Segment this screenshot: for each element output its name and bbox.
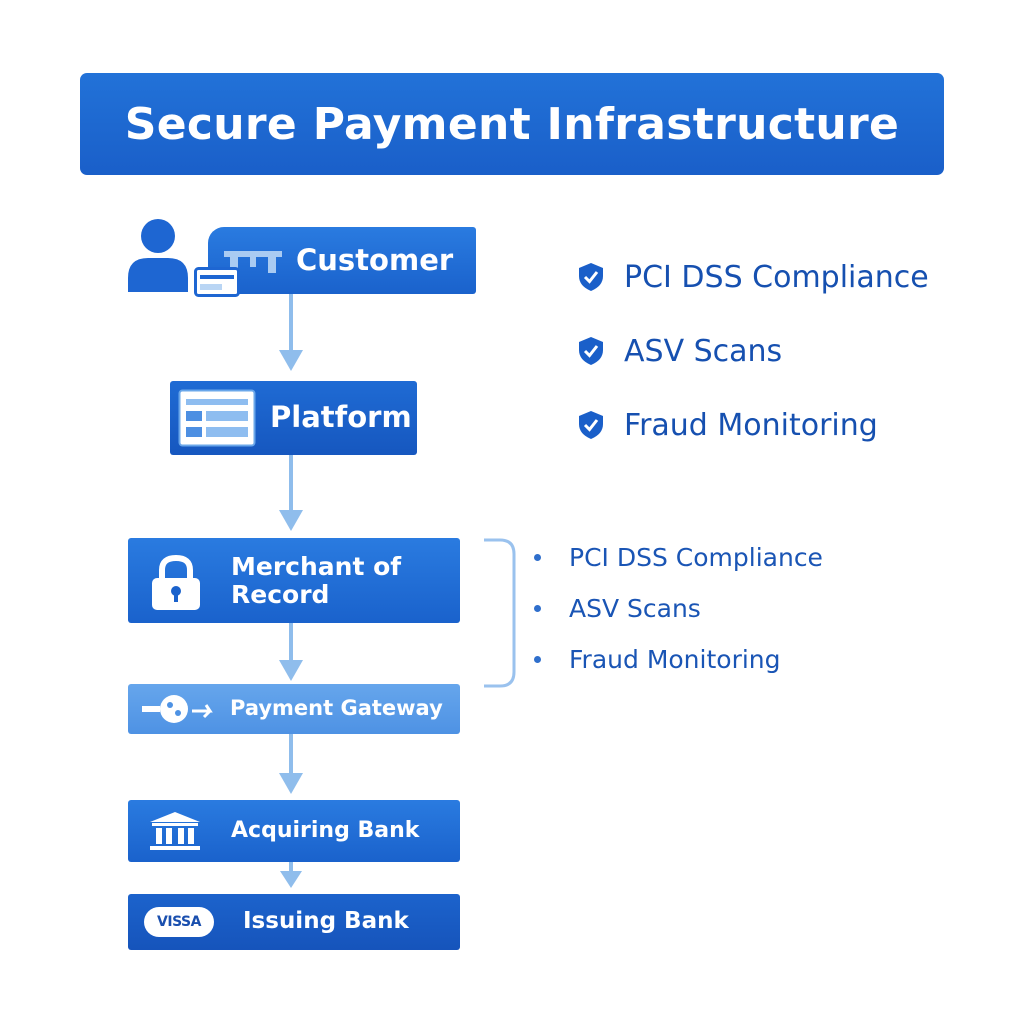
arrowhead-2 (279, 510, 303, 531)
bank-icon (150, 812, 200, 850)
merchant-detail-list: PCI DSS Compliance ASV Scans Fraud Monit… (534, 532, 823, 685)
list-item-label: Fraud Monitoring (569, 645, 781, 674)
platform-node[interactable]: Platform (170, 381, 417, 455)
merchant-label-line1: Merchant of (231, 552, 402, 581)
bullet-dot (534, 605, 541, 612)
bullet-dot (534, 554, 541, 561)
list-item-label: PCI DSS Compliance (569, 543, 823, 572)
shield-check-icon (579, 263, 603, 291)
arrowhead-5 (280, 871, 302, 888)
check-item-label: Fraud Monitoring (624, 407, 878, 443)
gateway-node[interactable]: Payment Gateway (128, 684, 460, 734)
platform-label: Platform (270, 400, 412, 435)
merchant-bracket (484, 538, 516, 688)
card-logo-text: VISSA (157, 914, 201, 930)
shield-check-icon (579, 337, 603, 365)
key-icon (142, 695, 213, 723)
check-item-fraud: Fraud Monitoring (576, 388, 929, 462)
title-bar: Secure Payment Infrastructure (80, 73, 944, 175)
compliance-checklist: PCI DSS Compliance ASV Scans Fraud Monit… (576, 240, 929, 462)
issuing-node[interactable]: VISSA Issuing Bank (128, 894, 460, 950)
list-item: Fraud Monitoring (534, 634, 823, 685)
customer-node[interactable]: Customer (208, 227, 476, 294)
bullet-dot (534, 656, 541, 663)
check-item-asv: ASV Scans (576, 314, 929, 388)
merchant-label-line2: Record (231, 579, 330, 609)
check-item-label: ASV Scans (624, 333, 783, 369)
gateway-label: Payment Gateway (230, 696, 443, 721)
customer-label: Customer (296, 242, 454, 277)
arrowhead-3 (279, 660, 303, 681)
check-item-label: PCI DSS Compliance (624, 259, 929, 295)
issuing-label: Issuing Bank (243, 908, 409, 935)
acquiring-node[interactable]: Acquiring Bank (128, 800, 460, 862)
arrowhead-1 (279, 350, 303, 371)
card-icon (194, 267, 240, 297)
card-logo-icon: VISSA (144, 907, 214, 937)
acquiring-label: Acquiring Bank (231, 817, 420, 843)
list-item: PCI DSS Compliance (534, 532, 823, 583)
browser-window-icon (178, 389, 256, 447)
shield-check-icon (579, 411, 603, 439)
merchant-node[interactable]: Merchant of Record (128, 538, 460, 623)
lock-icon (152, 554, 200, 610)
list-item-label: ASV Scans (569, 594, 701, 623)
person-icon (128, 219, 188, 292)
counter-icon (224, 251, 282, 273)
check-item-pci: PCI DSS Compliance (576, 240, 929, 314)
list-item: ASV Scans (534, 583, 823, 634)
arrowhead-4 (279, 773, 303, 794)
page-title: Secure Payment Infrastructure (124, 98, 900, 150)
